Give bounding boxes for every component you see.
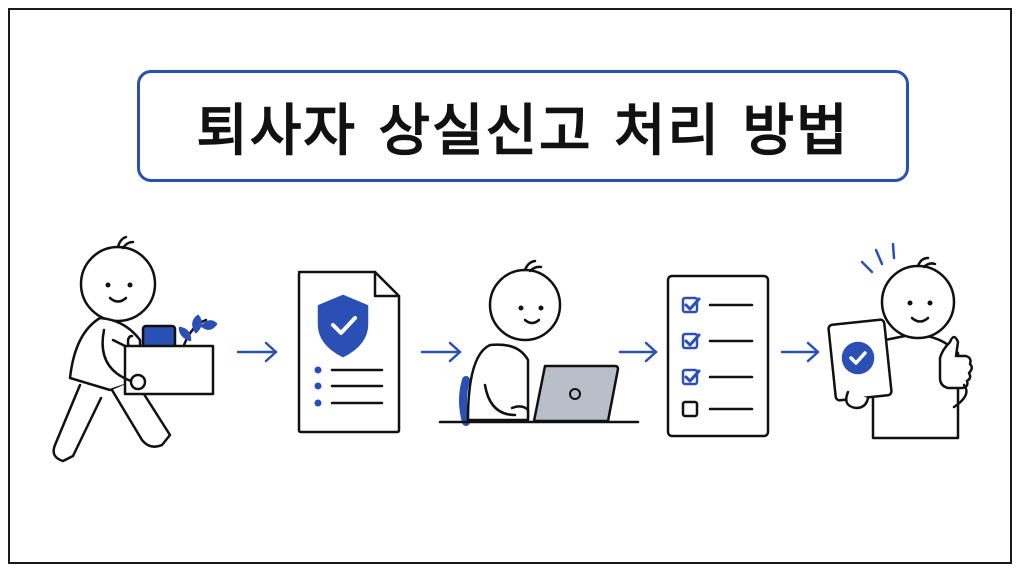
person-carrying-box-icon (52, 235, 218, 463)
checklist-icon (666, 274, 770, 438)
title-box: 퇴사자 상실신고 처리 방법 (137, 70, 909, 182)
arrow-right-icon (236, 341, 278, 363)
person-thumbs-up-icon (827, 242, 973, 440)
person-at-laptop-icon (438, 259, 640, 426)
page-title: 퇴사자 상실신고 처리 방법 (196, 98, 850, 164)
arrow-right-icon (420, 341, 462, 363)
arrow-right-icon (618, 341, 658, 363)
arrow-right-icon (780, 341, 820, 363)
shield-document-icon (297, 270, 401, 434)
